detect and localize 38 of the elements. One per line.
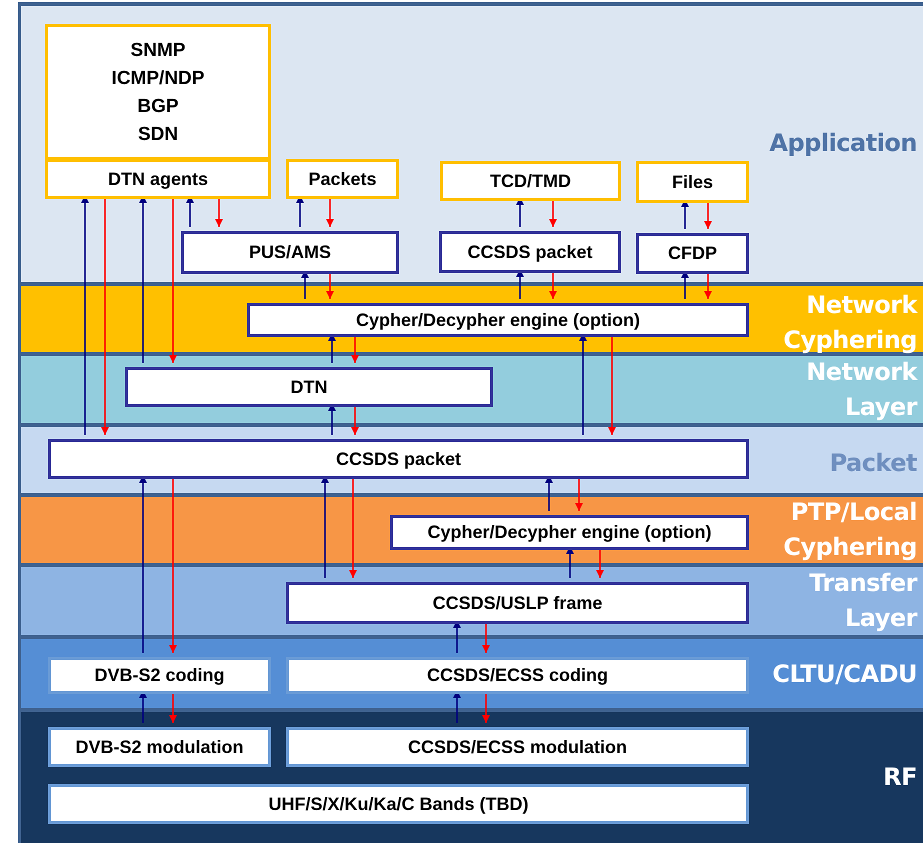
layer-band [18,2,923,284]
protocol-box: Cypher/Decypher engine (option) [247,303,749,337]
layer-label: Network Layer [805,357,917,423]
protocol-box: CCSDS packet [439,231,621,273]
layer-label: RF [882,762,917,793]
protocol-name: ICMP/NDP [112,67,204,91]
protocol-box: CCSDS/ECSS coding [286,657,749,694]
protocol-box: CCSDS packet [48,439,749,479]
layer-band [18,563,923,635]
layer-label: Transfer Layer [808,568,917,634]
layer-band [18,493,923,563]
layer-label: CLTU/CADU [771,659,917,690]
layer-label: Packet [828,448,917,479]
protocol-box: CCSDS/ECSS modulation [286,727,749,767]
layer-band [18,423,923,493]
layer-label: Application [768,128,917,159]
protocol-box: UHF/S/X/Ku/Ka/C Bands (TBD) [48,784,749,824]
layer-band [18,708,923,843]
layer-band [18,352,923,423]
protocol-box: DTN agents [45,159,271,199]
layer-band [18,282,923,352]
protocol-box: PUS/AMS [181,231,399,274]
protocol-box [45,24,271,160]
protocol-name: SDN [138,123,178,147]
protocol-box: TCD/TMD [440,161,621,201]
protocol-box: CFDP [636,233,749,274]
protocol-name: BGP [137,95,179,119]
protocol-box: CCSDS/USLP frame [286,582,749,624]
layer-label: Network Cyphering [782,290,917,356]
protocol-name: SNMP [130,39,186,63]
protocol-box: Cypher/Decypher engine (option) [390,515,749,550]
protocol-box: DVB-S2 modulation [48,727,271,767]
layer-label: PTP/Local Cyphering [782,497,917,563]
layer-band [18,635,923,708]
protocol-box: DTN [125,367,493,407]
protocol-box: Packets [286,159,399,199]
protocol-box: DVB-S2 coding [48,657,271,694]
protocol-box: Files [636,161,749,203]
